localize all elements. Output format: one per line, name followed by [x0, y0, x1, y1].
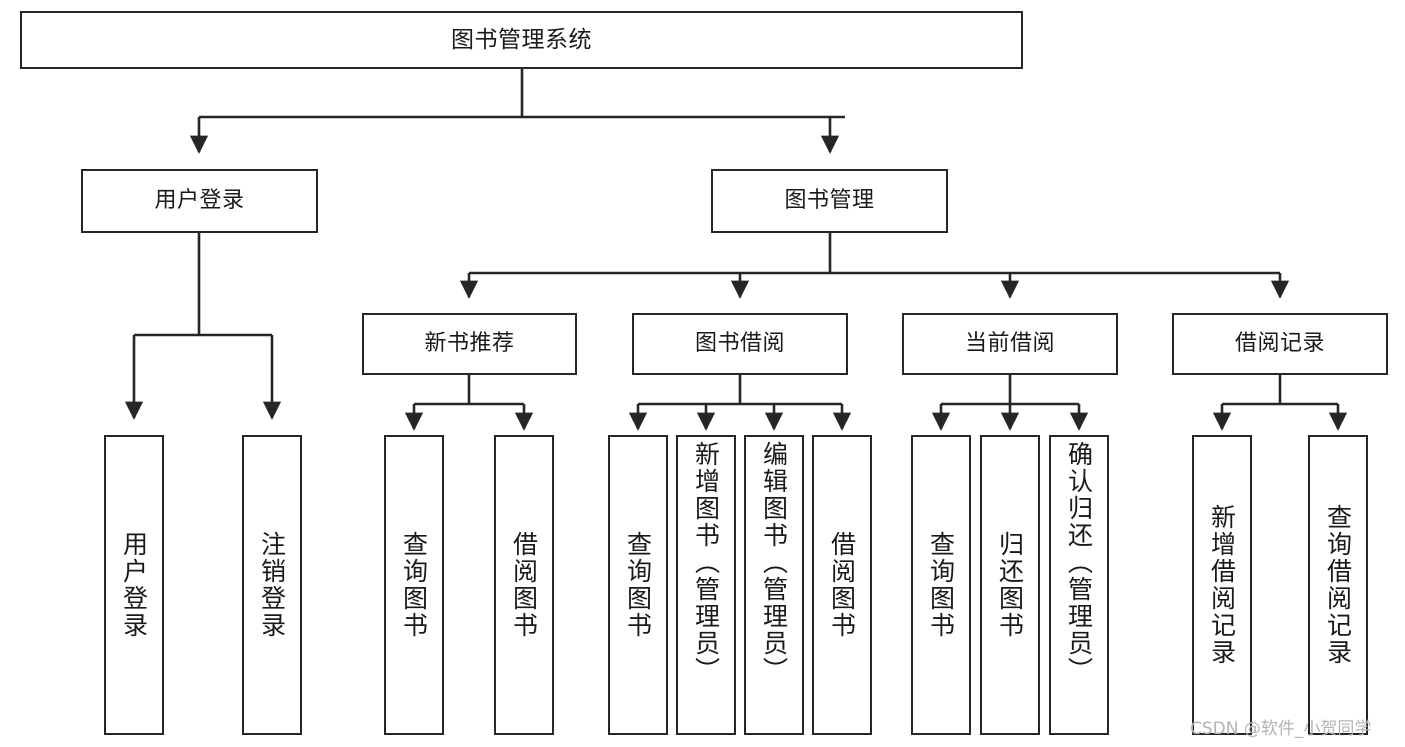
node-label: 新书推荐	[424, 331, 515, 357]
node-label: 图书借阅	[694, 331, 785, 357]
node-label: 借阅图书	[827, 531, 857, 639]
leaf-current-return-book[interactable]: 归还图书	[980, 435, 1040, 735]
node-label: 新增借阅记录	[1207, 504, 1237, 666]
node-label: 查询图书	[399, 531, 429, 639]
node-label: 查询图书	[926, 531, 956, 639]
csdn-watermark: CSDN @软件_小贺同学	[1190, 719, 1372, 739]
node-label: 新增图书（管理员）	[691, 441, 721, 684]
node-label: 用户登录	[119, 531, 149, 639]
leaf-record-add-record[interactable]: 新增借阅记录	[1192, 435, 1252, 735]
node-label: 查询图书	[623, 531, 653, 639]
node-label: 借阅记录	[1234, 331, 1325, 357]
node-book-borrow[interactable]: 图书借阅	[632, 313, 848, 375]
leaf-borrow-query-book[interactable]: 查询图书	[608, 435, 668, 735]
leaf-current-confirm-return-admin[interactable]: 确认归还（管理员）	[1049, 435, 1109, 735]
node-current-borrow[interactable]: 当前借阅	[902, 313, 1118, 375]
leaf-record-query-record[interactable]: 查询借阅记录	[1308, 435, 1368, 735]
node-label: 确认归还（管理员）	[1064, 441, 1094, 684]
leaf-borrow-borrow-book[interactable]: 借阅图书	[812, 435, 872, 735]
node-user-login[interactable]: 用户登录	[81, 169, 318, 233]
node-label: 借阅图书	[509, 531, 539, 639]
node-book-management[interactable]: 图书管理	[711, 169, 948, 233]
node-label: 图书管理系统	[451, 26, 592, 53]
node-label: 查询借阅记录	[1323, 504, 1353, 666]
node-root-system[interactable]: 图书管理系统	[20, 11, 1023, 69]
leaf-borrow-add-book-admin[interactable]: 新增图书（管理员）	[676, 435, 736, 735]
node-new-book-recommend[interactable]: 新书推荐	[362, 313, 577, 375]
leaf-user-logout[interactable]: 注销登录	[242, 435, 302, 735]
node-label: 注销登录	[257, 531, 287, 639]
node-borrow-record[interactable]: 借阅记录	[1172, 313, 1388, 375]
leaf-newbook-borrow-book[interactable]: 借阅图书	[494, 435, 554, 735]
leaf-current-query-book[interactable]: 查询图书	[911, 435, 971, 735]
leaf-user-login[interactable]: 用户登录	[104, 435, 164, 735]
node-label: 编辑图书（管理员）	[759, 441, 789, 684]
leaf-borrow-edit-book-admin[interactable]: 编辑图书（管理员）	[744, 435, 804, 735]
node-label: 用户登录	[154, 188, 245, 214]
node-label: 当前借阅	[964, 331, 1055, 357]
node-label: 归还图书	[995, 531, 1025, 639]
leaf-newbook-query-book[interactable]: 查询图书	[384, 435, 444, 735]
node-label: 图书管理	[784, 188, 875, 214]
